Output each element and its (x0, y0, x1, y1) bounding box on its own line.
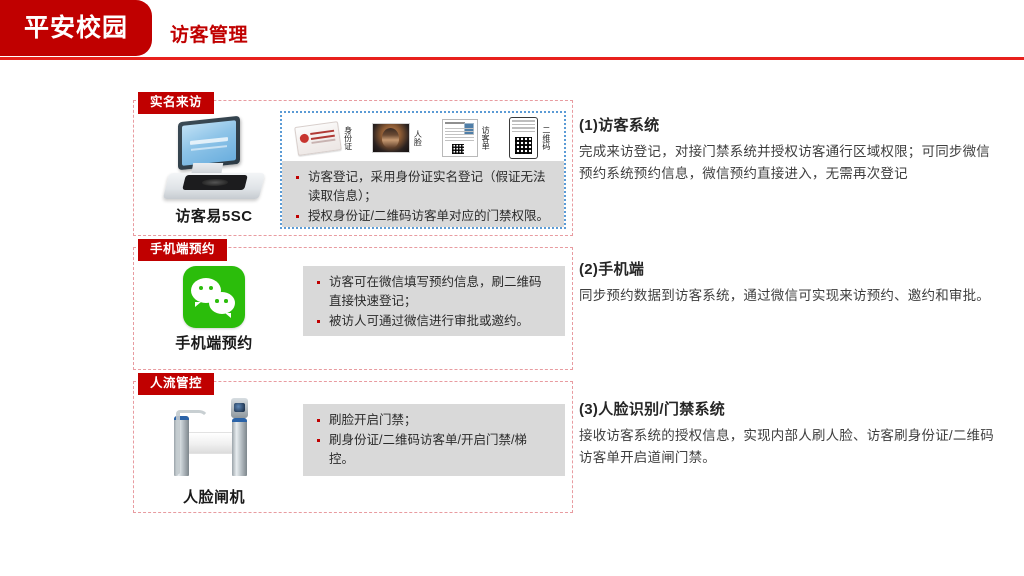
list-item: 访客登记，采用身份证实名登记（假证无法读取信息）； (292, 168, 550, 206)
explanation-mobile: (2)手机端 同步预约数据到访客系统，通过微信可实现来访预约、邀约和审批。 (579, 258, 999, 307)
credential-item: 访客单 (441, 119, 491, 157)
visitor-form-icon (441, 119, 478, 157)
explanation-body: 完成来访登记，对接门禁系统并授权访客通行区域权限；可同步微信预约系统预约信息，微… (579, 144, 990, 181)
credential-label: 二维码 (541, 126, 551, 150)
explanation-body: 接收访客系统的授权信息，实现内部人刷人脸、访客刷身份证/二维码访客单开启道闸门禁… (579, 428, 994, 465)
qr-code-phone-icon (509, 117, 539, 159)
device-caption: 人脸闸机 (182, 489, 245, 506)
face-turnstile-icon (158, 398, 270, 482)
credential-icon-strip: 身份证 人脸 访客单 (282, 113, 564, 161)
explanation-face-access: (3)人脸识别/门禁系统 接收访客系统的授权信息，实现内部人刷人脸、访客刷身份证… (579, 398, 999, 469)
credential-panel: 身份证 人脸 访客单 (280, 111, 566, 229)
card-mobile-appointment: 手机端预约 手机端预约 访客可在微信填写预约信息，刷二维码直接快速登记； 被访人… (133, 239, 573, 370)
face-camera-icon (231, 398, 248, 418)
card-bullet-panel: 访客登记，采用身份证实名登记（假证无法读取信息）； 授权身份证/二维码访客单对应… (282, 161, 564, 227)
page-title: 访客管理 (170, 25, 249, 46)
card-device-figure: 访客易5SC (140, 115, 288, 226)
explanation-title: (2)手机端 (579, 261, 645, 278)
id-card-icon (294, 120, 342, 156)
device-caption: 访客易5SC (175, 208, 253, 225)
credential-item: 身份证 (294, 120, 353, 156)
device-caption: 手机端预约 (175, 335, 253, 352)
explanation-title: (3)人脸识别/门禁系统 (579, 401, 726, 418)
explanation-title: (1)访客系统 (579, 117, 660, 134)
credential-item: 二维码 (509, 117, 551, 159)
credential-item: 人脸 (371, 123, 423, 153)
card-flow-control: 人流管控 人脸闸机 刷脸开启门禁； 刷身份证/二维码访客单/开启门禁/梯控。 (133, 373, 573, 513)
credential-label: 访客单 (481, 126, 491, 150)
card-badge: 手机端预约 (138, 239, 228, 261)
page-header: 平安校园 访客管理 (0, 0, 1024, 62)
list-item: 刷身份证/二维码访客单/开启门禁/梯控。 (313, 431, 551, 469)
card-bullet-panel: 访客可在微信填写预约信息，刷二维码直接快速登记； 被访人可通过微信进行审批或邀约… (303, 266, 565, 336)
wechat-icon (183, 266, 245, 328)
header-divider (0, 57, 1024, 60)
card-badge: 实名来访 (138, 92, 215, 114)
explanation-visitor-system: (1)访客系统 完成来访登记，对接门禁系统并授权访客通行区域权限；可同步微信预约… (579, 114, 999, 185)
card-badge: 人流管控 (138, 373, 215, 395)
card-bullet-panel: 刷脸开启门禁； 刷身份证/二维码访客单/开启门禁/梯控。 (303, 404, 565, 476)
credential-label: 人脸 (413, 130, 423, 146)
list-item: 被访人可通过微信进行审批或邀约。 (313, 312, 551, 331)
card-device-figure: 人脸闸机 (140, 398, 288, 507)
explanation-body: 同步预约数据到访客系统，通过微信可实现来访预约、邀约和审批。 (579, 288, 990, 303)
feature-card-list: 实名来访 访客易5SC 身份证 人脸 (133, 92, 573, 524)
visitor-kiosk-icon (158, 115, 270, 201)
list-item: 访客可在微信填写预约信息，刷二维码直接快速登记； (313, 273, 551, 311)
brand-tag: 平安校园 (0, 0, 152, 56)
face-photo-icon (371, 123, 410, 153)
brand-title: 平安校园 (23, 13, 128, 42)
list-item: 授权身份证/二维码访客单对应的门禁权限。 (292, 207, 550, 226)
list-item: 刷脸开启门禁； (313, 411, 551, 430)
credential-label: 身份证 (343, 126, 353, 150)
card-realname-visit: 实名来访 访客易5SC 身份证 人脸 (133, 92, 573, 236)
card-device-figure: 手机端预约 (140, 264, 288, 353)
